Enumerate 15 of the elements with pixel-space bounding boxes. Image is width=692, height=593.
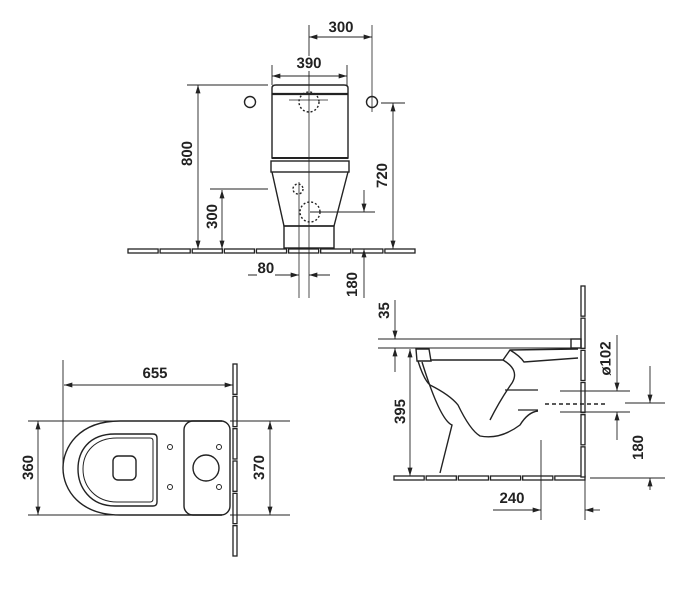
dimension-label: 180	[630, 433, 646, 461]
dimension-label: 80	[256, 260, 276, 276]
dimension-label: 35	[376, 300, 392, 320]
dimension-label: 655	[142, 366, 169, 380]
dimension-label: 390	[296, 56, 323, 70]
dimension-label: 800	[180, 139, 195, 167]
dimension-label: 720	[374, 161, 390, 189]
dimension-label: 360	[20, 453, 36, 481]
dimension-label: 300	[204, 202, 220, 230]
dimension-label: 300	[328, 20, 355, 34]
dimension-label: 240	[498, 490, 526, 506]
dimension-label: ø102	[598, 340, 614, 376]
dimension-label: 180	[344, 270, 360, 298]
dimension-label: 395	[392, 397, 408, 425]
dimension-label: 370	[252, 453, 267, 481]
